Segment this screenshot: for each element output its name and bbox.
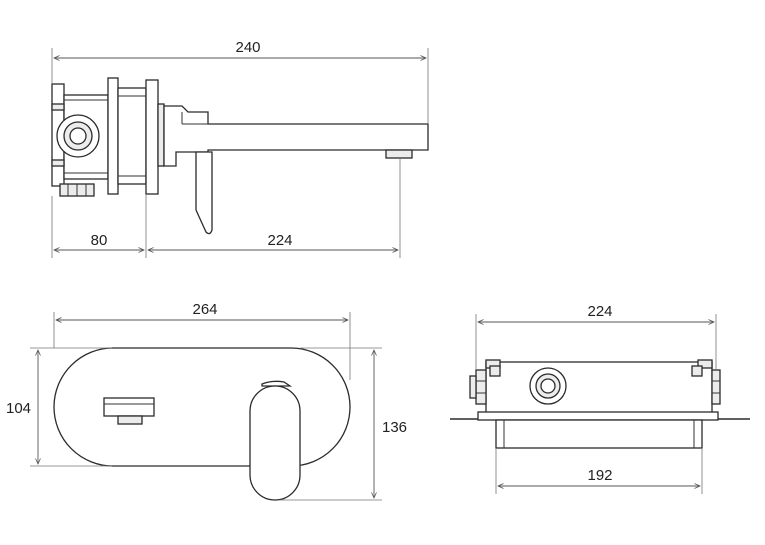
dimension-plate-height: 104 <box>6 347 112 467</box>
spout-outlet <box>103 397 155 425</box>
dimension-label-104: 104 <box>6 400 31 417</box>
dimension-total-length: 240 <box>51 39 429 124</box>
dimension-label-264: 264 <box>192 301 217 318</box>
top-view: 224 192 <box>450 303 750 494</box>
wall-box <box>51 77 147 197</box>
mixer-handle <box>249 380 301 501</box>
dimension-spout-projection: 224 <box>148 158 401 258</box>
dimension-label-224-box: 224 <box>587 303 612 320</box>
side-view: 240 80 224 <box>51 39 429 258</box>
cover-plate <box>53 347 351 467</box>
dimension-label-80: 80 <box>91 232 108 249</box>
mounting-box <box>469 359 721 449</box>
wall-plate <box>145 79 165 195</box>
dimension-plate-width: 264 <box>53 301 351 380</box>
dimension-label-224-spout: 224 <box>267 232 292 249</box>
front-view: 264 104 136 <box>6 301 407 501</box>
dimension-label-240: 240 <box>235 39 260 56</box>
dimension-label-136: 136 <box>382 419 407 436</box>
dimension-overall-height: 136 <box>280 347 407 501</box>
lever-handle <box>195 151 213 235</box>
dimension-box-width: 224 <box>475 303 717 370</box>
dimension-label-192: 192 <box>587 467 612 484</box>
dimension-box-base-width: 192 <box>495 448 703 494</box>
dimension-wall-depth: 80 <box>51 194 147 258</box>
spout <box>163 105 429 167</box>
